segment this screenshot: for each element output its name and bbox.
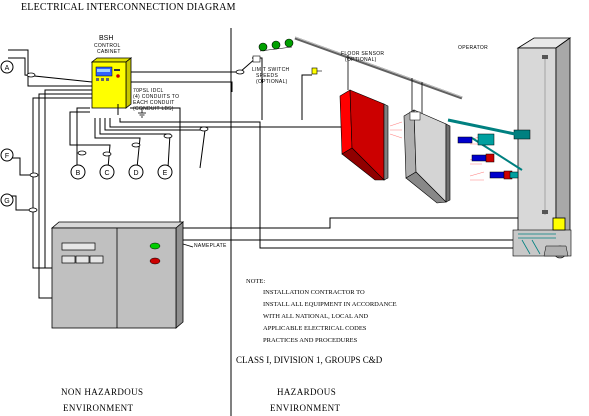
svg-text:D: D [133,170,138,177]
sensor-label-line-1: FLOOR SENSOR [341,51,385,57]
nameplate-label: NAMEPLATE [194,243,227,249]
note-line-4: APPLICABLE ELECTRICAL CODES [263,325,367,332]
cabinet-label-line-2: CABINET [97,49,121,55]
bottom-node-c: C [99,164,115,180]
limit-label-line-1: LIMIT SWITCH [252,67,290,73]
svg-text:E: E [163,170,168,177]
sensor-label-line-2: (OPTIONAL) [345,57,377,63]
note-line-2: INSTALL ALL EQUIPMENT IN ACCORDANCE [263,301,397,308]
cabinet-note-line-2: (4) CONDUITS TO [133,94,180,100]
bsh-label: BSH [99,35,114,42]
red-part [339,89,389,181]
limit-switch [252,38,322,75]
spray-gun-arm [447,118,531,180]
nameplate-panel [50,221,194,329]
left-node-g: G [0,193,14,207]
gray-part [403,109,451,204]
svg-text:C: C [104,170,109,177]
limit-label-line-3: (OPTIONAL) [256,79,288,85]
bottom-node-e: E [157,164,173,180]
limit-label-line-2: SPEEDS [256,73,279,79]
bottom-node-d: D [128,164,144,180]
non-hazard-line-1: NON HAZARDOUS [61,387,144,397]
conduit-fittings [26,69,245,213]
hazard-line-1: HAZARDOUS [277,387,337,397]
svg-text:A: A [5,65,10,72]
left-node-f: F [0,148,14,162]
cabinet-label-line-1: CONTROL [94,43,121,49]
cabinet-note-line-4: (CONDUIT LBS) [133,106,174,112]
ground-symbol [138,108,146,118]
cabinet-note-line-1: 70PSL IDCL [133,88,164,94]
bottom-node-b: B [70,164,86,180]
left-node-a: A [0,60,14,74]
svg-text:B: B [76,170,81,177]
svg-text:F: F [5,153,9,160]
control-cabinet [90,57,133,115]
hazard-line-2: ENVIRONMENT [270,403,341,413]
diagram-title: ELECTRICAL INTERCONNECTION DIAGRAM [21,2,236,13]
note-line-3: WITH ALL NATIONAL, LOCAL AND [263,313,369,320]
note-line-5: PRACTICES AND PROCEDURES [263,337,358,344]
cabinet-note-line-3: EACH CONDUIT [133,100,175,106]
note-title: NOTE: [246,278,266,285]
non-hazard-line-2: ENVIRONMENT [63,403,134,413]
conveyor-rail [294,36,463,116]
class-division-text: CLASS I, DIVISION 1, GROUPS C&D [236,355,383,365]
operator-tower [512,37,572,259]
svg-text:G: G [4,198,9,205]
note-line-1: INSTALLATION CONTRACTOR TO [263,289,365,296]
wiring [8,49,548,299]
operator-label: OPERATOR [458,45,488,51]
